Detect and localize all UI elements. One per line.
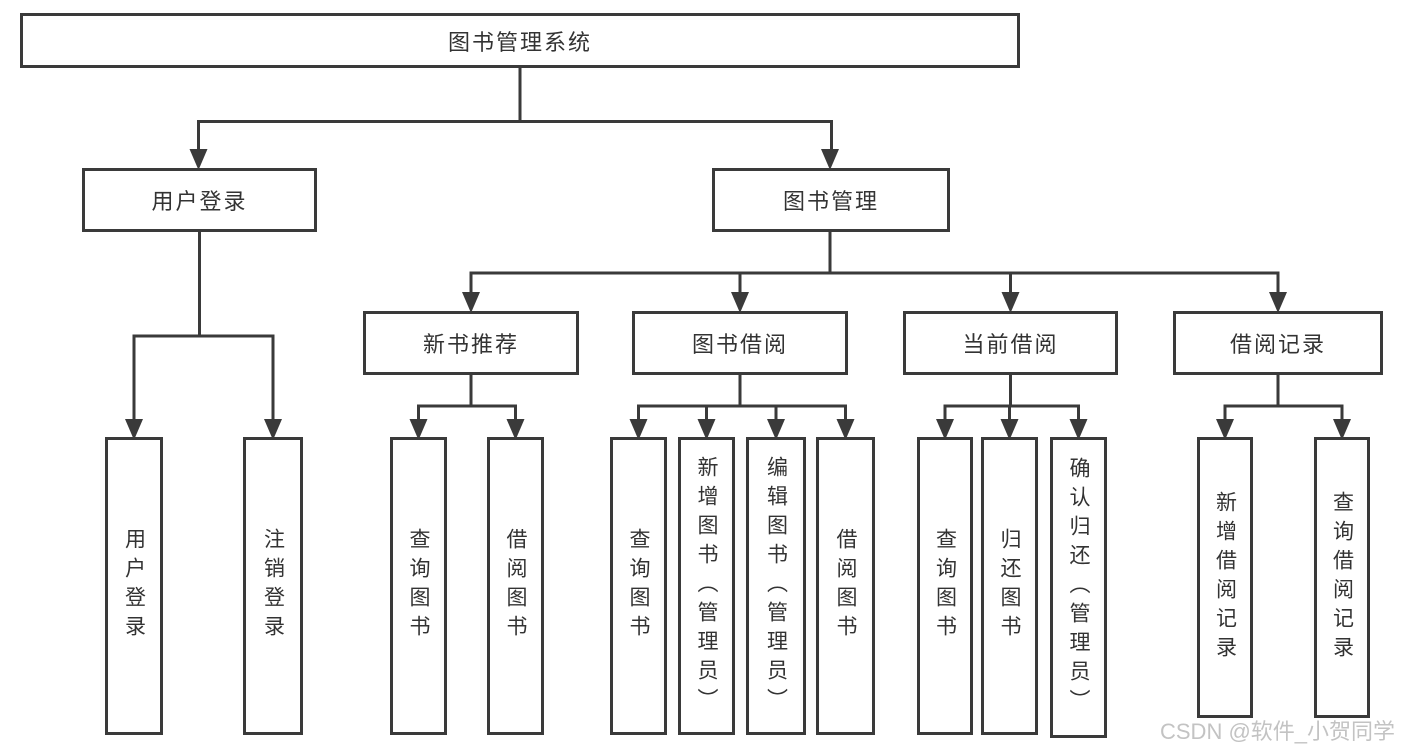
arrowhead-down-icon — [1001, 292, 1020, 313]
csdn-watermark: CSDN @软件_小贺同学 — [1160, 719, 1396, 744]
arrowhead-down-icon — [264, 419, 282, 440]
arrowhead-down-icon — [506, 419, 525, 440]
node-leaf-query-books-current: 查询图书 — [917, 437, 973, 735]
node-user-login: 用户登录 — [82, 168, 317, 232]
arrowhead-down-icon — [836, 419, 855, 440]
arrowhead-down-icon — [1069, 419, 1088, 440]
arrowhead-down-icon — [767, 419, 785, 440]
node-leaf-borrow-books-recommend: 借阅图书 — [487, 437, 544, 735]
leaf-label: 确认归还（管理员） — [1067, 457, 1090, 718]
arrowhead-down-icon — [462, 292, 480, 313]
arrowhead-down-icon — [189, 149, 208, 170]
node-leaf-query-borrow-record: 查询借阅记录 — [1314, 437, 1370, 718]
connector-line — [417, 375, 517, 421]
leaf-label: 查询图书 — [933, 528, 957, 644]
connector-line — [943, 375, 1080, 421]
node-leaf-query-books-recommend: 查询图书 — [390, 437, 447, 735]
connector-line — [132, 232, 275, 421]
leaf-label: 查询图书 — [627, 528, 650, 644]
node-leaf-edit-book-admin: 编辑图书（管理员） — [746, 437, 806, 735]
leaf-label: 新增借阅记录 — [1213, 490, 1237, 665]
node-new-book-recommend: 新书推荐 — [363, 311, 579, 375]
arrowhead-down-icon — [697, 419, 716, 440]
node-leaf-borrow-books: 借阅图书 — [816, 437, 875, 735]
leaf-label: 借阅图书 — [504, 528, 527, 644]
leaf-label: 借阅图书 — [834, 528, 857, 644]
leaf-label: 归还图书 — [998, 528, 1021, 644]
node-root-library-system: 图书管理系统 — [20, 13, 1020, 68]
node-leaf-confirm-return-admin: 确认归还（管理员） — [1050, 437, 1107, 738]
connector-line — [637, 375, 847, 421]
leaf-label: 注销登录 — [261, 528, 285, 644]
connector-line — [1223, 375, 1344, 421]
node-leaf-user-login-action: 用户登录 — [105, 437, 163, 735]
leaf-label: 新增图书（管理员） — [695, 455, 718, 717]
arrowhead-down-icon — [1000, 419, 1019, 440]
arrowhead-down-icon — [821, 149, 839, 170]
node-leaf-query-books-borrow: 查询图书 — [610, 437, 667, 735]
arrowhead-down-icon — [936, 419, 954, 440]
arrowhead-down-icon — [409, 419, 428, 440]
arrowhead-down-icon — [731, 292, 749, 313]
leaf-label: 查询借阅记录 — [1330, 490, 1354, 665]
arrowhead-down-icon — [1216, 419, 1234, 440]
node-leaf-add-borrow-record: 新增借阅记录 — [1197, 437, 1253, 718]
arrowhead-down-icon — [125, 419, 143, 440]
node-book-management: 图书管理 — [712, 168, 950, 232]
node-leaf-add-book-admin: 新增图书（管理员） — [678, 437, 735, 735]
node-borrowing-records: 借阅记录 — [1173, 311, 1383, 375]
connector-line — [197, 68, 833, 152]
node-current-borrowing: 当前借阅 — [903, 311, 1118, 375]
arrowhead-down-icon — [1333, 419, 1351, 440]
arrowhead-down-icon — [629, 419, 648, 440]
arrowhead-down-icon — [1269, 292, 1287, 313]
leaf-label: 编辑图书（管理员） — [764, 455, 788, 717]
leaf-label: 用户登录 — [122, 528, 146, 644]
node-leaf-logout: 注销登录 — [243, 437, 303, 735]
node-leaf-return-book: 归还图书 — [981, 437, 1038, 735]
node-book-borrowing: 图书借阅 — [632, 311, 848, 375]
leaf-label: 查询图书 — [407, 528, 430, 644]
connector-line — [469, 232, 1280, 295]
